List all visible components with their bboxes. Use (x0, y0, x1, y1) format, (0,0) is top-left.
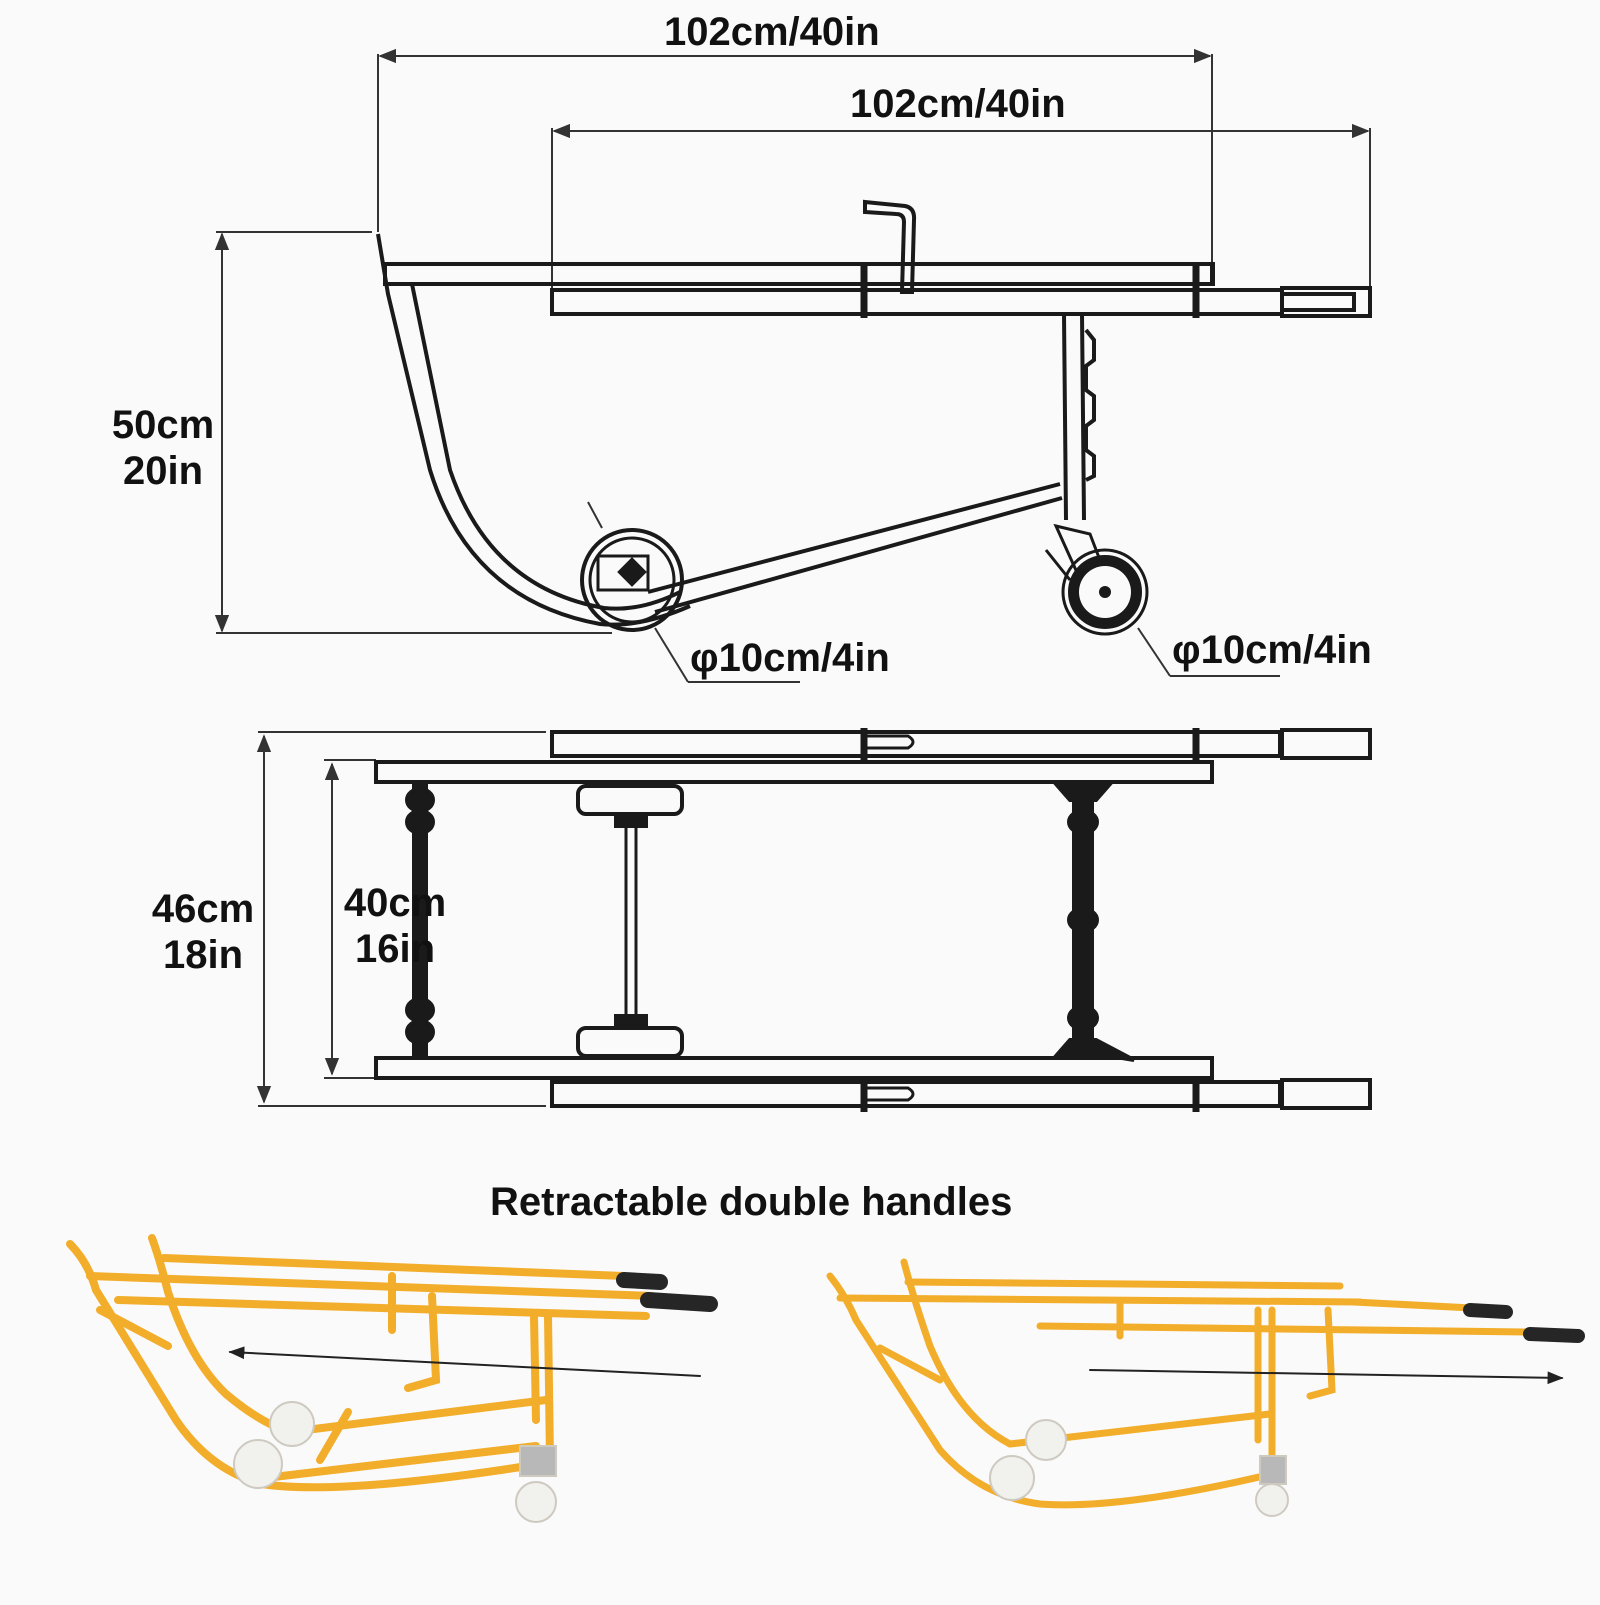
width-label-upper: 102cm/40in (664, 10, 880, 54)
side-hook (863, 199, 917, 294)
inner-width-label: 40cm 16in (336, 880, 454, 972)
outer-width-in: 18in (162, 933, 244, 977)
extend-arrow-icon (1089, 1369, 1564, 1385)
outer-width-label: 46cm 18in (144, 886, 262, 978)
top-rail-upper (374, 760, 1214, 784)
top-handle-grip-upper (1280, 728, 1372, 760)
top-view (256, 728, 1372, 1112)
outer-width-cm: 46cm (151, 887, 255, 931)
dimension-lines-side (214, 48, 1371, 683)
top-handle-tube-lower (550, 1080, 1282, 1108)
caster-wheel-icon (1044, 523, 1149, 636)
inner-width-cm: 40cm (343, 881, 447, 925)
side-cradle-outer (376, 233, 691, 627)
height-label-in: 20in (122, 449, 204, 493)
side-view (214, 48, 1372, 683)
caster-wheel-icon (989, 1419, 1289, 1517)
photo-retracted (66, 1234, 718, 1523)
retractable-handles-caption: Retractable double handles (490, 1180, 1013, 1224)
top-wheel-axle (576, 784, 684, 1058)
caster-wheel-icon (233, 1401, 557, 1523)
side-base-tube (654, 496, 1063, 614)
height-label-cm: 50cm (111, 403, 215, 447)
side-handle-grip (1280, 286, 1372, 318)
width-label-lower: 102cm/40in (850, 82, 1066, 126)
top-handle-tube-upper (550, 730, 1282, 758)
photo-extended (826, 1258, 1585, 1517)
side-upper-rail (383, 262, 1215, 286)
top-rear-strut (1051, 782, 1135, 1062)
front-wheel-diameter-label: φ10cm/4in (690, 636, 890, 680)
top-front-crossbar (405, 782, 435, 1058)
rear-wheel-diameter-label: φ10cm/4in (1172, 628, 1372, 672)
side-rear-strut (1062, 313, 1068, 521)
inner-width-in: 16in (354, 927, 436, 971)
side-handle-tube (550, 288, 1284, 316)
dimension-lines-top (256, 731, 546, 1107)
top-handle-grip-lower (1280, 1078, 1372, 1110)
height-label: 50cm 20in (104, 402, 222, 494)
retract-arrow-icon (228, 1346, 701, 1377)
top-rail-lower (374, 1056, 1214, 1080)
caster-wheel-icon (580, 528, 684, 632)
